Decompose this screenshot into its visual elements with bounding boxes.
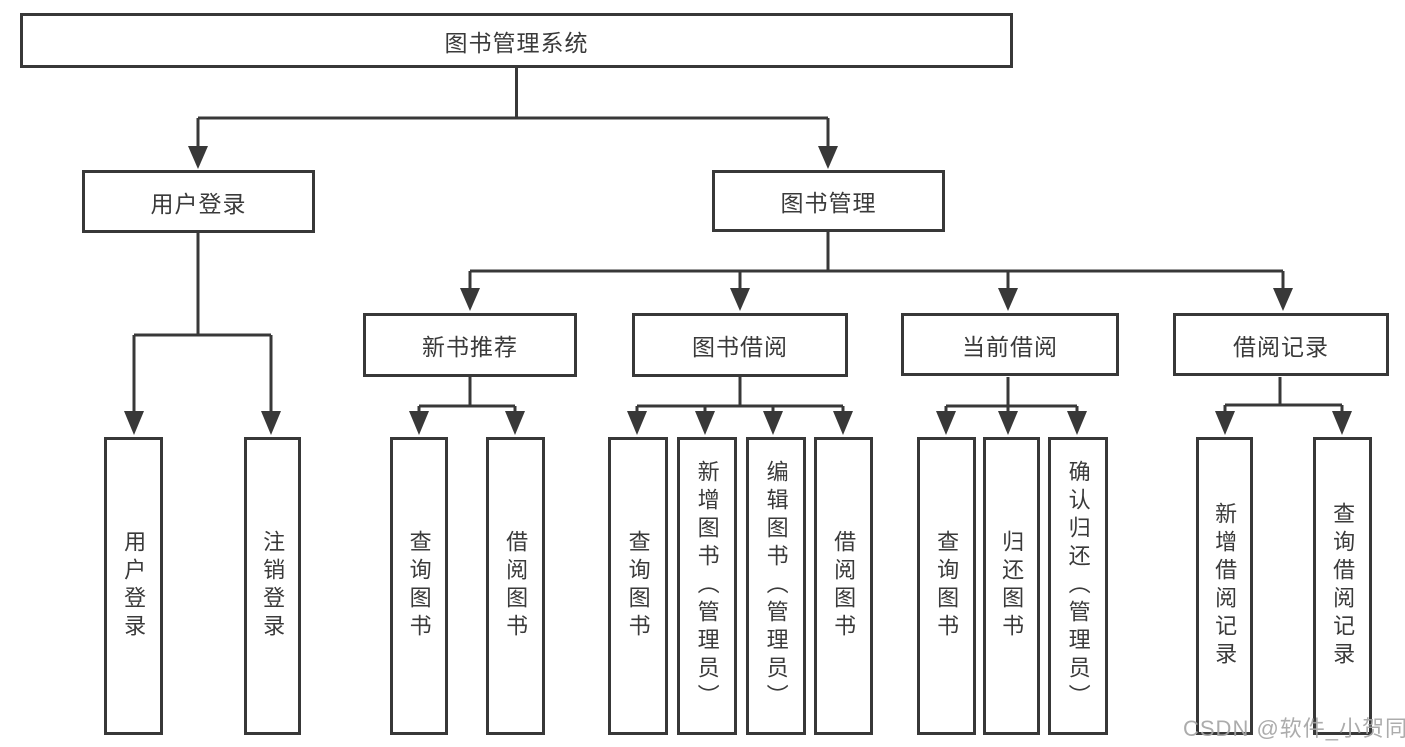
leaf-label: 查询图书	[934, 530, 960, 642]
csdn-watermark: CSDN @软件_小贺同学	[1183, 716, 1405, 741]
leaf-query-books-borrowing: 查询图书	[608, 437, 668, 735]
leaf-label: 确认归还（管理员）	[1065, 460, 1091, 712]
leaf-user-login: 用户登录	[104, 437, 163, 735]
node-current-borrowing: 当前借阅	[901, 313, 1119, 376]
node-root-system: 图书管理系统	[20, 13, 1013, 68]
leaf-add-borrow-record: 新增借阅记录	[1196, 437, 1253, 735]
leaf-label: 编辑图书（管理员）	[763, 460, 789, 712]
leaf-query-books-current: 查询图书	[917, 437, 976, 735]
leaf-borrow-books-recommend: 借阅图书	[486, 437, 545, 735]
node-label: 图书借阅	[692, 334, 788, 360]
leaf-label: 注销登录	[260, 530, 286, 642]
leaf-add-books-admin: 新增图书（管理员）	[677, 437, 737, 735]
leaf-label: 查询借阅记录	[1330, 502, 1356, 670]
arrow-down-icons	[124, 146, 1352, 435]
node-book-management-module: 图书管理	[712, 170, 945, 232]
leaf-label: 新增借阅记录	[1212, 502, 1238, 670]
leaf-return-books: 归还图书	[983, 437, 1040, 735]
leaf-label: 用户登录	[121, 530, 147, 642]
connector-path	[132, 68, 1344, 412]
node-label: 当前借阅	[962, 333, 1058, 360]
leaf-query-books-recommend: 查询图书	[390, 437, 448, 735]
node-borrowing-records: 借阅记录	[1173, 313, 1389, 376]
leaf-label: 借阅图书	[831, 530, 857, 642]
node-label: 借阅记录	[1233, 333, 1329, 360]
node-user-login-module: 用户登录	[82, 170, 315, 233]
leaf-confirm-return-admin: 确认归还（管理员）	[1048, 437, 1108, 735]
leaf-label: 查询图书	[625, 530, 651, 642]
leaf-label: 查询图书	[406, 530, 432, 642]
node-book-borrowing: 图书借阅	[632, 313, 848, 377]
leaf-edit-books-admin: 编辑图书（管理员）	[746, 437, 806, 735]
leaf-label: 借阅图书	[503, 530, 529, 642]
node-new-book-recommendation: 新书推荐	[363, 313, 577, 377]
node-label: 用户登录	[150, 190, 247, 217]
leaf-label: 新增图书（管理员）	[694, 460, 720, 712]
leaf-label: 归还图书	[999, 530, 1025, 642]
leaf-query-borrow-record: 查询借阅记录	[1313, 437, 1372, 735]
leaf-logout: 注销登录	[244, 437, 301, 735]
node-label: 图书管理	[780, 190, 877, 216]
node-root-label: 图书管理系统	[444, 29, 589, 56]
leaf-borrow-books: 借阅图书	[814, 437, 873, 735]
node-label: 新书推荐	[422, 334, 518, 360]
